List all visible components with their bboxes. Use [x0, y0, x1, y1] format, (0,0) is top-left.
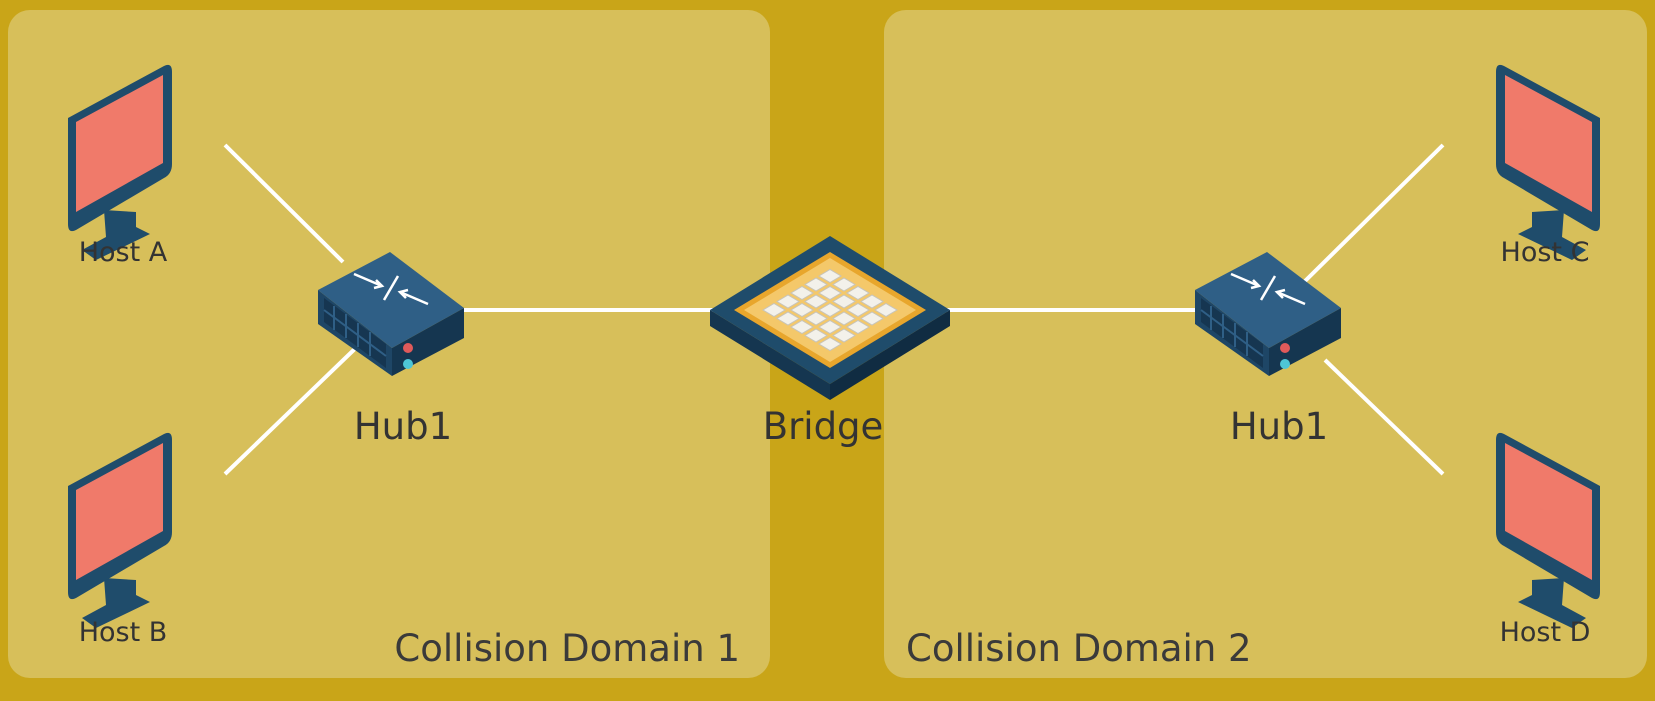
links [223, 143, 1445, 476]
link-hostb-hub1 [223, 340, 364, 476]
bridge-chip [832, 311, 856, 326]
bridge-chip [804, 311, 828, 326]
bridge-chip [818, 302, 842, 318]
host-d-label: Host D [1499, 617, 1591, 648]
bridge-chip [762, 302, 786, 318]
hub-left-icon [316, 250, 466, 378]
bridge-chip [832, 277, 856, 292]
bridge-chip [860, 294, 884, 309]
bridge-chip [804, 294, 828, 309]
bridge-chip [790, 319, 814, 335]
bridge-chip [804, 328, 828, 343]
bridge-chip [874, 302, 898, 318]
host-b-label: Host B [78, 617, 168, 648]
bridge-chip [776, 311, 800, 326]
bridge-chip [846, 319, 870, 335]
bridge-chip [790, 285, 814, 301]
bridge-chip [832, 328, 856, 343]
hub-right-label: Hub1 [1229, 405, 1329, 448]
host-b-monitor-icon [68, 432, 172, 628]
collision-domain-2-label: Collision Domain 2 [906, 627, 1252, 670]
host-c-monitor-icon [1496, 64, 1600, 260]
hub-left-label: Hub1 [353, 405, 453, 448]
bridge-icon [710, 236, 950, 400]
hub-right-icon [1193, 250, 1343, 378]
bridge-chip [818, 319, 842, 335]
bridge-chip [846, 302, 870, 318]
host-c-label: Host C [1500, 237, 1590, 268]
bridge-chip [776, 294, 800, 309]
bridge-chip [790, 302, 814, 318]
host-a-label: Host A [78, 237, 168, 268]
collision-domain-1-label: Collision Domain 1 [394, 627, 740, 670]
bridge-chip [818, 268, 842, 284]
host-d-monitor-icon [1496, 432, 1600, 628]
bridge-chip [832, 294, 856, 309]
bridge-chip [846, 285, 870, 301]
bridge-chip [804, 277, 828, 292]
bridge-chip [818, 336, 842, 352]
bridge-chip [860, 311, 884, 326]
bridge-label: Bridge [762, 405, 884, 448]
host-a-monitor-icon [68, 64, 172, 260]
bridge-chip [818, 285, 842, 301]
link-hosta-hub1 [223, 143, 345, 264]
link-hostc-hub2 [1298, 143, 1445, 288]
link-hostd-hub2 [1323, 358, 1445, 476]
